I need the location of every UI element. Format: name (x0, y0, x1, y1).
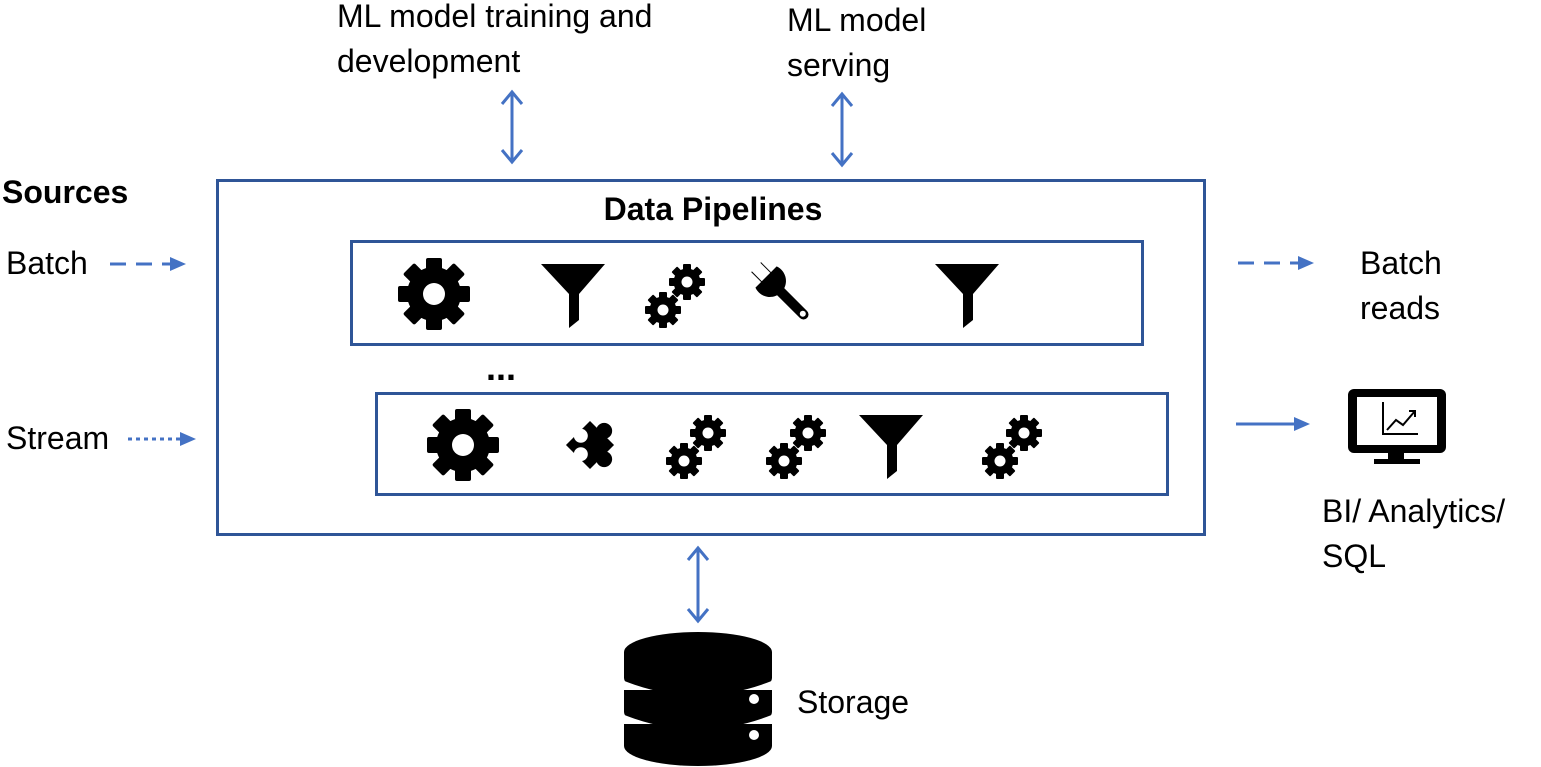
filter-icon (859, 415, 923, 479)
storage-label: Storage (797, 684, 910, 720)
gear-icon (398, 258, 470, 330)
storage-arrow (686, 545, 710, 624)
batch-in-arrow (110, 257, 186, 271)
bi-analytics-label-line2: SQL (1322, 538, 1387, 574)
filter-icon (935, 264, 999, 328)
data-pipelines-box (216, 179, 1206, 536)
gears-icon (766, 415, 826, 479)
puzzle-icon (561, 411, 630, 479)
gears-icon (982, 415, 1042, 479)
ml-training-label-line2: development (337, 43, 521, 79)
database-icon (623, 632, 773, 766)
gear-icon (427, 409, 499, 481)
serving-arrow (830, 91, 854, 168)
sources-title: Sources (2, 174, 129, 210)
gears-icon (645, 264, 705, 328)
gears-icon (666, 415, 726, 479)
filter-icon (541, 264, 605, 328)
bi-analytics-label-line1: BI/ Analytics/ (1322, 493, 1506, 529)
source-batch-label: Batch (6, 245, 88, 281)
stream-pipeline-row (375, 392, 1169, 496)
training-arrow (500, 89, 524, 165)
ml-serving-label-line2: serving (787, 47, 891, 83)
source-stream-label: Stream (6, 420, 110, 456)
monitor-chart-icon (1348, 389, 1446, 464)
data-pipelines-title: Data Pipelines (603, 191, 823, 227)
pipelines-ellipsis: ... (486, 347, 517, 388)
batch-reads-label-line1: Batch (1360, 245, 1442, 281)
wrench-icon (741, 252, 819, 330)
batch-out-arrow (1238, 256, 1314, 270)
ml-training-label-line1: ML model training and (337, 0, 653, 34)
bi-out-arrow (1236, 417, 1310, 431)
stream-in-arrow (128, 432, 196, 446)
ml-serving-label-line1: ML model (787, 2, 927, 38)
batch-pipeline-row (350, 240, 1144, 346)
batch-reads-label-line2: reads (1360, 290, 1441, 326)
